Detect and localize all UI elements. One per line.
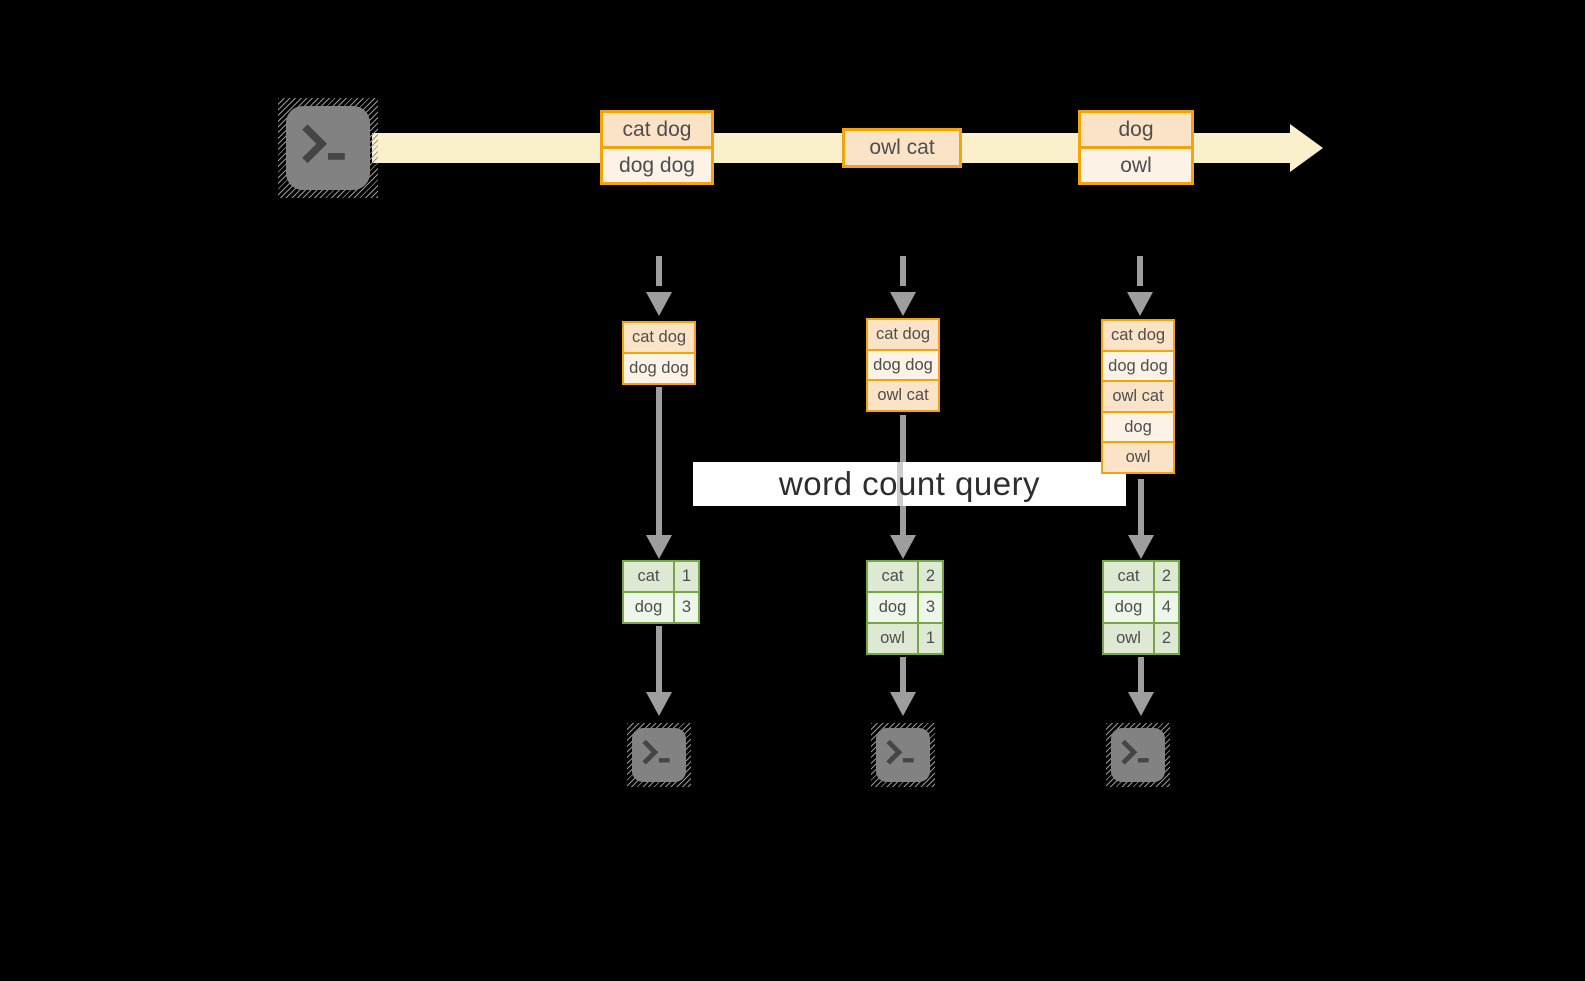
- word-cell: dog: [1104, 593, 1155, 622]
- table-row: cat 2: [868, 562, 942, 591]
- table-row: dog 4: [1104, 591, 1178, 622]
- table-row: dog 3: [868, 591, 942, 622]
- record-line: owl cat: [866, 379, 940, 412]
- record-line: owl cat: [1101, 380, 1175, 413]
- record-line: dog dog: [1101, 349, 1175, 383]
- record-line: dog dog: [600, 146, 714, 185]
- word-cell: cat: [868, 562, 919, 591]
- record-line: cat dog: [600, 110, 714, 149]
- terminal-screen: [632, 728, 686, 782]
- table-row: owl 2: [1104, 622, 1178, 653]
- count-table-3: cat 2 dog 4 owl 2: [1102, 560, 1180, 655]
- terminal-prompt-icon: [642, 739, 670, 765]
- record-line: cat dog: [1101, 319, 1175, 352]
- count-cell: 1: [681, 567, 692, 585]
- terminal-prompt-icon: [302, 124, 345, 164]
- record-line: cat dog: [622, 321, 696, 354]
- terminal-screen: [876, 728, 930, 782]
- record-line: cat dog: [866, 318, 940, 351]
- stream-arrowhead-icon: [1290, 124, 1323, 172]
- count-cell: 2: [925, 567, 936, 585]
- terminal-prompt-icon: [1121, 739, 1149, 765]
- stream-record-3: dog owl: [1078, 110, 1194, 185]
- consumer-terminal-icon-2: [871, 723, 935, 787]
- record-line: owl: [1078, 146, 1194, 185]
- table-row: cat 1: [624, 562, 698, 591]
- count-cell: 3: [681, 598, 692, 616]
- count-table-2: cat 2 dog 3 owl 1: [866, 560, 944, 655]
- terminal-screen: [1111, 728, 1165, 782]
- record-buffer-3: cat dog dog dog owl cat dog owl: [1101, 319, 1175, 474]
- query-band: word count query: [693, 462, 1126, 506]
- count-cell: 2: [1161, 629, 1172, 647]
- word-cell: cat: [624, 562, 675, 591]
- count-cell: 1: [925, 629, 936, 647]
- table-row: dog 3: [624, 591, 698, 622]
- word-cell: owl: [868, 624, 919, 653]
- word-cell: dog: [868, 593, 919, 622]
- arrow-through-band: [897, 462, 903, 506]
- record-buffer-1: cat dog dog dog: [622, 321, 696, 385]
- table-row: owl 1: [868, 622, 942, 653]
- word-cell: dog: [624, 593, 675, 622]
- terminal-prompt-icon: [886, 739, 914, 765]
- count-cell: 2: [1161, 567, 1172, 585]
- record-line: owl: [1101, 441, 1175, 474]
- record-line: dog: [1078, 110, 1194, 149]
- word-cell: cat: [1104, 562, 1155, 591]
- stream-record-1: cat dog dog dog: [600, 110, 714, 185]
- stream-record-2: owl cat: [842, 128, 962, 168]
- producer-terminal-icon: [278, 98, 378, 198]
- record-line: dog: [1101, 410, 1175, 444]
- count-cell: 3: [925, 598, 936, 616]
- word-cell: owl: [1104, 624, 1155, 653]
- consumer-terminal-icon-3: [1106, 723, 1170, 787]
- query-label: word count query: [778, 465, 1041, 502]
- consumer-terminal-icon-1: [627, 723, 691, 787]
- record-line: dog dog: [622, 351, 696, 385]
- record-line: dog dog: [866, 348, 940, 382]
- terminal-screen: [286, 106, 370, 190]
- count-cell: 4: [1161, 598, 1172, 616]
- record-line: owl cat: [842, 128, 962, 168]
- table-row: cat 2: [1104, 562, 1178, 591]
- record-buffer-2: cat dog dog dog owl cat: [866, 318, 940, 412]
- count-table-1: cat 1 dog 3: [622, 560, 700, 624]
